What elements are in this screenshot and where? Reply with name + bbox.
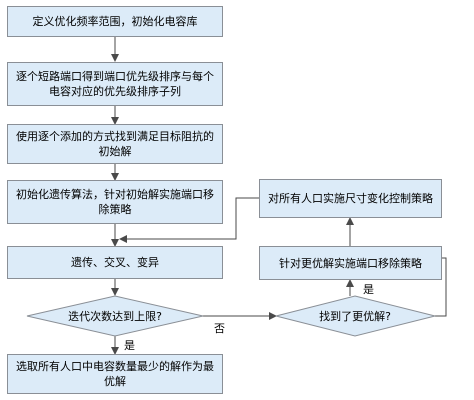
port-removal-better-box: 针对更优解实施端口移除策略 — [259, 246, 442, 280]
port-removal-better-text: 针对更优解实施端口移除策略 — [279, 256, 422, 270]
genetic-ops-box: 遗传、交叉、变异 — [7, 246, 223, 279]
better-check-text: 找到了更优解? — [319, 310, 391, 323]
initial-solution-box: 使用逐个添加的方式找到满足目标阻抗的初始解 — [7, 124, 223, 164]
init-ga-text: 初始化遗传算法，针对初始解实施端口移除策略 — [16, 188, 214, 216]
size-change-box: 对所有人口实施尺寸变化控制策略 — [259, 179, 442, 218]
initial-solution-text: 使用逐个添加的方式找到满足目标阻抗的初始解 — [16, 130, 214, 158]
better-check-diamond — [275, 295, 436, 337]
label-iteration-no: 否 — [214, 322, 225, 335]
init-ga-box: 初始化遗传算法，针对初始解实施端口移除策略 — [7, 180, 223, 224]
define-range-text: 定义优化频率范围，初始化电容库 — [32, 15, 198, 28]
iteration-check-text: 迭代次数达到上限? — [68, 310, 162, 323]
iteration-check-diamond — [26, 295, 204, 337]
port-priority-text: 逐个短路端口得到端口优先级排序与每个电容对应的优先级排序子列 — [16, 70, 214, 98]
define-range-box: 定义优化频率范围，初始化电容库 — [7, 6, 223, 37]
genetic-ops-text: 遗传、交叉、变异 — [71, 256, 159, 269]
label-iteration-yes: 是 — [124, 339, 135, 352]
size-change-text: 对所有人口实施尺寸变化控制策略 — [268, 192, 433, 205]
label-better-yes: 是 — [363, 283, 374, 296]
select-best-box: 选取所有人口中电容数量最少的解作为最优解 — [7, 354, 223, 394]
port-priority-box: 逐个短路端口得到端口优先级排序与每个电容对应的优先级排序子列 — [7, 62, 223, 106]
select-best-text: 选取所有人口中电容数量最少的解作为最优解 — [16, 360, 214, 388]
arrow-size-to-genetic — [119, 197, 259, 243]
